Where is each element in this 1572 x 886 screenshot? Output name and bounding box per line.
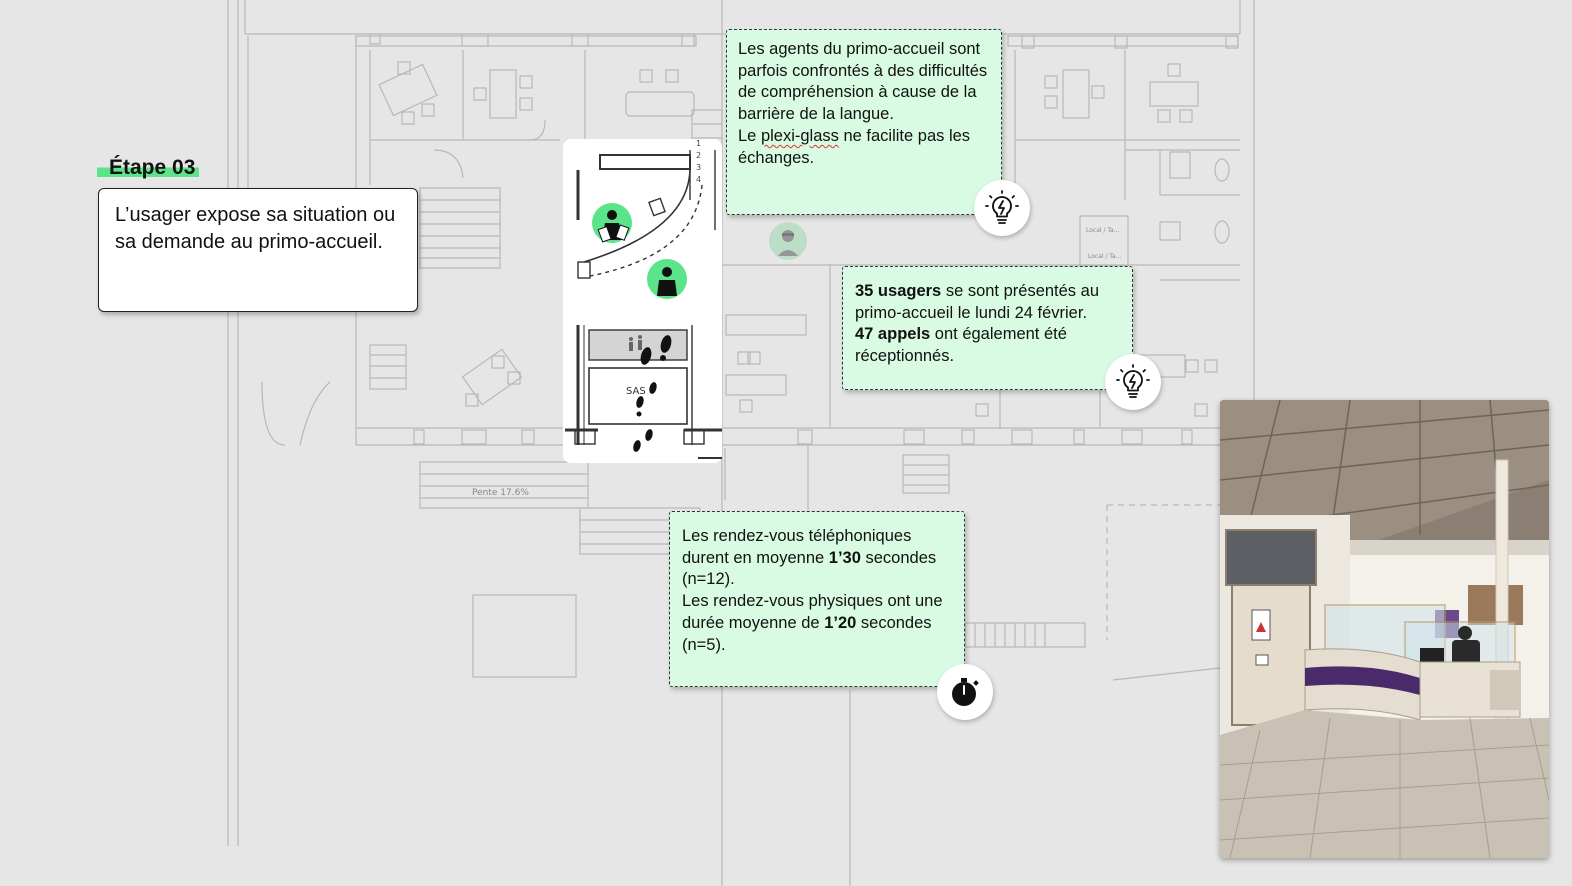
calls-count: 47 appels [855,325,931,344]
stair-number: 1 [696,139,701,148]
durations-note: Les rendez-vous téléphoniques durent en … [669,511,965,687]
stair-number: 4 [696,175,701,184]
note-text: Les agents du primo-accueil sont parfois… [738,40,988,124]
visit-duration: 1’20 [824,613,857,632]
note-text: secondes (n=5). [682,613,932,654]
note-text: ne facilite pas les échanges. [738,126,971,167]
phone-duration: 1’30 [828,548,861,567]
stopwatch-icon [937,664,993,720]
faded-user-avatar [769,222,807,260]
sas-label: SAS [626,386,646,397]
step-label: Étape 03 [97,154,200,180]
room-label: Local / Ta... [1088,253,1122,260]
slope-label: Pente 17.6% [472,488,529,498]
stair-number: 2 [696,151,701,160]
note-text: Les rendez-vous téléphoniques durent en … [682,527,912,567]
user-avatar [647,259,687,299]
note-text: secondes (n=12). [682,548,937,589]
lightbulb-icon [974,180,1030,236]
note-text: ont également été réceptionnés. [855,325,1067,366]
spellcheck-underlined-word: plexi-glass [760,126,839,145]
reception-desk-photo [1220,400,1549,858]
step-description-box: L’usager expose sa situation ou sa deman… [98,188,418,312]
attendance-note: 35 usagers se sont présentés au primo-ac… [842,266,1133,390]
note-text: Les rendez-vous physiques ont une durée … [682,592,943,632]
lightbulb-icon [1105,354,1161,410]
note-text: Le [738,126,761,145]
users-count: 35 usagers [855,282,942,300]
pedestrian-sign-icon [629,335,642,351]
agent-avatar [592,203,632,243]
step-description: L’usager expose sa situation ou sa deman… [115,204,396,253]
language-barrier-note: Les agents du primo-accueil sont parfois… [726,29,1002,215]
room-label: Local / Ta... [1086,227,1120,234]
note-text: se sont présentés au primo-accueil le lu… [855,282,1099,322]
reception-area [563,139,722,463]
footprints-icon [633,335,672,452]
stair-number: 3 [696,163,701,172]
